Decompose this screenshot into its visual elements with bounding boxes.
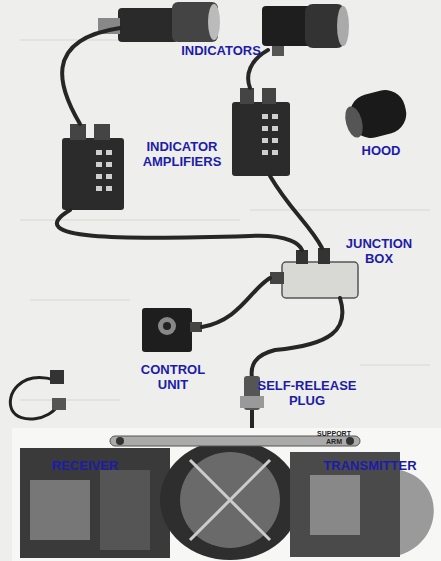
self-release-plug-label: SELF-RELEASE PLUG xyxy=(246,378,368,408)
receiver-transmitter-unit xyxy=(12,428,441,561)
indicator-amplifiers-label: INDICATOR AMPLIFIERS xyxy=(132,139,232,169)
hood-label: HOOD xyxy=(356,143,406,158)
junction-box-label: JUNCTION BOX xyxy=(340,236,418,266)
indicator-right xyxy=(262,4,349,56)
faint-background-lines xyxy=(20,40,430,400)
indicators-label: INDICATORS xyxy=(173,43,269,58)
indicator-amplifier-right xyxy=(232,88,290,176)
indicator-left xyxy=(98,2,220,42)
junction-box xyxy=(270,248,358,298)
support-arm-label: SUPPORT ARM xyxy=(314,430,354,446)
control-unit xyxy=(142,308,202,352)
hood xyxy=(342,86,411,143)
cables xyxy=(57,28,343,436)
transmitter-label: TRANSMITTER xyxy=(318,458,422,473)
indicator-amplifier-left xyxy=(62,124,124,210)
loose-cable-plug xyxy=(10,370,66,419)
receiver-label: RECEIVER xyxy=(40,458,130,473)
control-unit-label: CONTROL UNIT xyxy=(134,362,212,392)
